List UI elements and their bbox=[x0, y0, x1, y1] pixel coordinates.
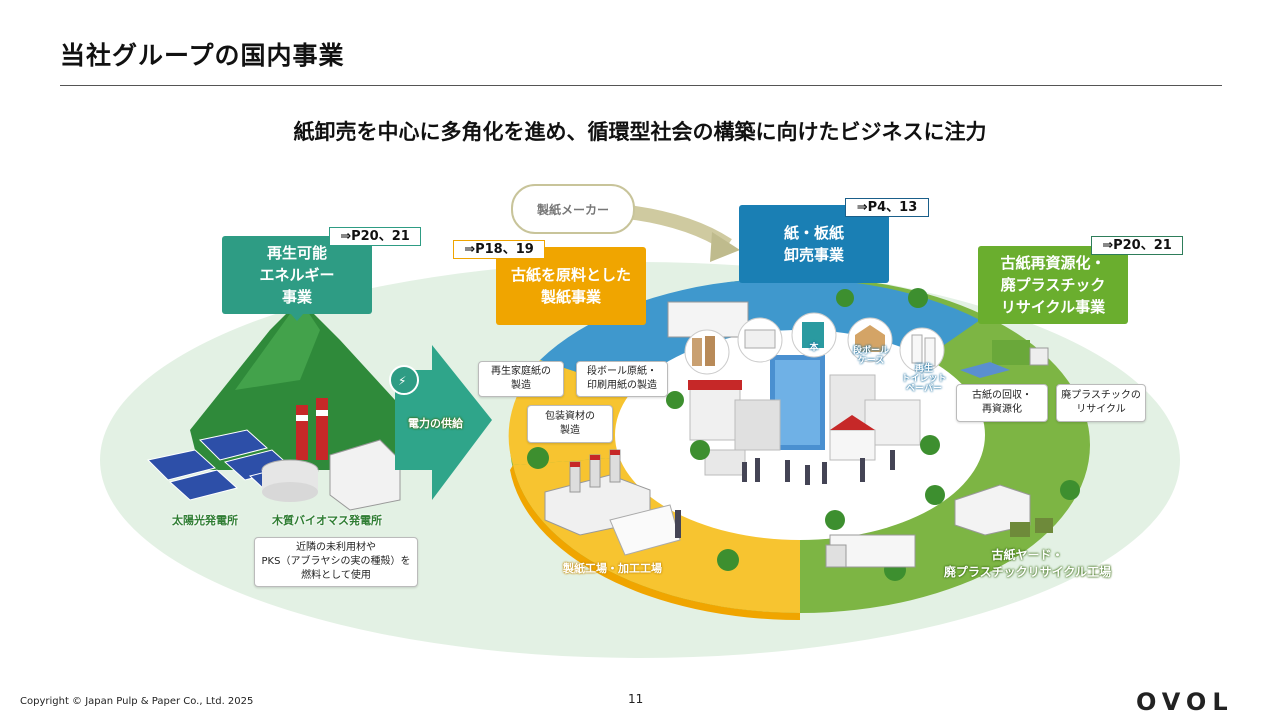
book-icon: 本 bbox=[809, 343, 819, 353]
paper-mill bbox=[544, 449, 681, 556]
callout-line: 紙・板紙 bbox=[783, 224, 844, 242]
page-ref-recycled-paper[interactable]: ⇒P18、19 bbox=[453, 240, 545, 259]
company-logo: OVOL bbox=[1136, 688, 1234, 716]
page-title: 当社グループの国内事業 bbox=[60, 41, 345, 70]
svg-text:⚡: ⚡ bbox=[398, 374, 406, 388]
page-ref-wholesale[interactable]: ⇒P4、13 bbox=[845, 198, 929, 217]
title-divider bbox=[60, 85, 1222, 86]
copyright: Copyright © Japan Pulp & Paper Co., Ltd.… bbox=[20, 696, 254, 707]
mountain bbox=[190, 300, 420, 470]
power-supply-arrow bbox=[395, 345, 492, 500]
note-cardboard-printing: 段ボール原紙・印刷用紙の製造 bbox=[576, 361, 668, 397]
note-paper-collection: 古紙の回収・再資源化 bbox=[956, 384, 1048, 422]
paper-maker-label: 製紙メーカー bbox=[511, 184, 635, 234]
note-household-paper: 再生家庭紙の製造 bbox=[478, 361, 564, 397]
solar-plant-label: 太陽光発電所 bbox=[172, 514, 238, 527]
mill-label: 製紙工場・加工工場 bbox=[563, 562, 662, 575]
page-ref-recycling[interactable]: ⇒P20、21 bbox=[1091, 236, 1183, 255]
callout-line: 廃プラスチック bbox=[1000, 276, 1106, 294]
callout-recycled-paper-mill[interactable]: 古紙を原料とした 製紙事業 bbox=[496, 247, 646, 325]
power-plug-icon bbox=[389, 365, 419, 395]
callout-line: 卸売事業 bbox=[783, 246, 844, 264]
callout-renewable-energy[interactable]: 再生可能 エネルギー 事業 bbox=[222, 236, 372, 314]
power-supply-label: 電力の供給 bbox=[408, 417, 463, 430]
callout-recycling[interactable]: 古紙再資源化・ 廃プラスチック リサイクル事業 bbox=[978, 246, 1128, 324]
callout-line: リサイクル事業 bbox=[1000, 298, 1106, 316]
page-ref-renewable[interactable]: ⇒P20、21 bbox=[329, 227, 421, 246]
page-subtitle: 紙卸売を中心に多角化を進め、循環型社会の構築に向けたビジネスに注力 bbox=[293, 120, 987, 144]
callout-line: 事業 bbox=[281, 288, 312, 306]
note-packaging: 包装資材の製造 bbox=[527, 405, 613, 443]
yard-label: 古紙ヤード・廃プラスチックリサイクル工場 bbox=[943, 548, 1112, 579]
page-number: 11 bbox=[628, 692, 644, 706]
callout-line: 製紙事業 bbox=[540, 288, 601, 306]
callout-line: エネルギー bbox=[259, 266, 335, 284]
recycling-facilities bbox=[825, 340, 1053, 568]
callout-line: 古紙再資源化・ bbox=[1000, 254, 1106, 272]
callout-paper-wholesale[interactable]: 紙・板紙 卸売事業 bbox=[739, 205, 889, 283]
callout-pointer bbox=[290, 313, 304, 321]
toilet-paper-icon: 再生トイレットペーパー bbox=[901, 364, 947, 394]
cardboard-box-icon: 段ボールケース bbox=[852, 346, 889, 366]
note-plastic-recycling: 廃プラスチックのリサイクル bbox=[1056, 384, 1146, 422]
products bbox=[667, 301, 945, 375]
callout-line: 古紙を原料とした bbox=[510, 266, 631, 284]
callout-line: 再生可能 bbox=[266, 244, 327, 262]
biomass-plant-label: 木質バイオマス発電所 bbox=[272, 514, 382, 527]
biomass-plant bbox=[261, 398, 401, 511]
people bbox=[675, 450, 895, 538]
city-buildings bbox=[688, 355, 921, 476]
